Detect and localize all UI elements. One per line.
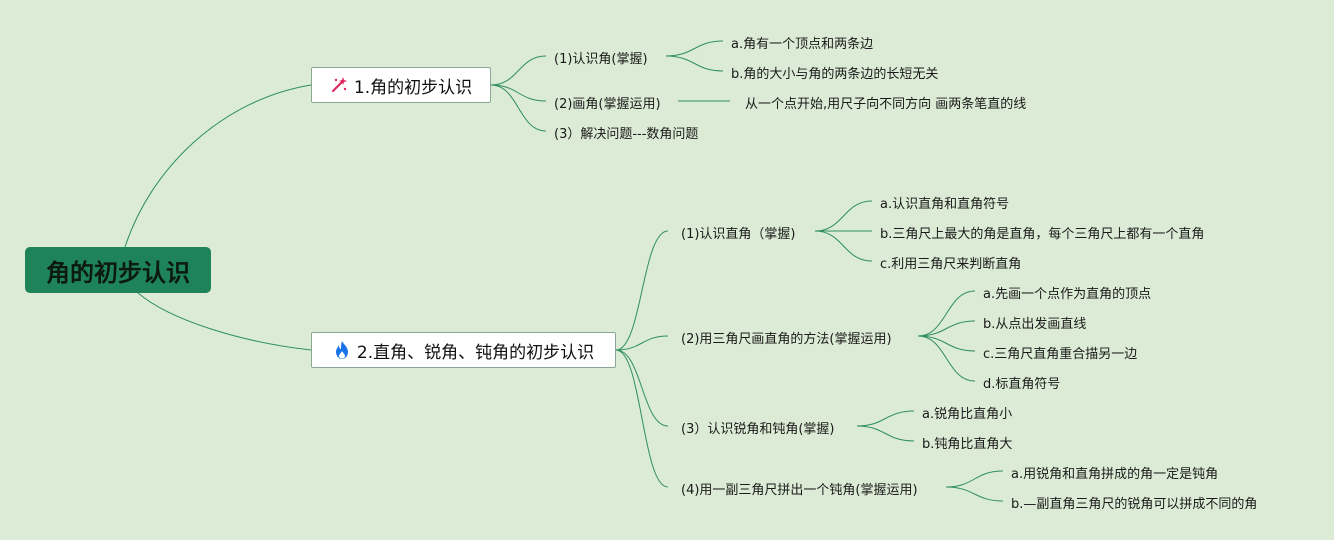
edge-b1c1-a [665,40,724,57]
branch-1-node[interactable]: 1.角的初步认识 [311,67,491,103]
edge-b2c2-c [917,335,976,352]
branch-1-child-2[interactable]: (2)画角(掌握运用) [554,97,661,112]
edge-b2c2-a [917,290,976,337]
branch-1-child-1-leaf-a[interactable]: a.角有一个顶点和两条边 [731,37,874,52]
branch-2-child-3-leaf-b[interactable]: b.钝角比直角大 [922,437,1013,452]
edge-b2-c4 [615,349,669,488]
branch-2-child-2-leaf-b[interactable]: b.从点出发画直线 [983,317,1087,332]
edge-root-branch-2 [137,292,312,351]
edge-b1c1-b [665,55,724,72]
edge-b2-c1 [615,230,669,351]
branch-2-child-2[interactable]: (2)用三角尺画直角的方法(掌握运用) [681,332,892,347]
edge-b1-c2 [490,84,547,102]
branch-2-label: 2.直角、锐角、钝角的初步认识 [356,342,595,363]
branch-2-child-4-leaf-a[interactable]: a.用锐角和直角拼成的角一定是钝角 [1011,467,1219,482]
edge-b1-c3 [490,84,547,132]
branch-1-child-1[interactable]: (1)认识角(掌握) [554,52,648,67]
branch-2-child-1[interactable]: (1)认识直角（掌握) [681,227,796,242]
branch-2-child-2-leaf-a[interactable]: a.先画一个点作为直角的顶点 [983,287,1152,302]
edge-root-branch-1 [124,84,312,248]
branch-1-child-3[interactable]: (3）解决问题---数角问题 [554,127,699,142]
edge-b2c3-a [856,410,915,427]
branch-1-child-2-leaf[interactable]: 从一个点开始,用尺子向不同方向 画两条笔直的线 [745,97,1027,112]
fire-icon [333,340,351,360]
edge-b2c1-c [814,230,873,262]
branch-2-child-4[interactable]: (4)用一副三角尺拼出一个钝角(掌握运用) [681,483,918,498]
branch-2-child-2-leaf-c[interactable]: c.三角尺直角重合描另一边 [983,347,1138,362]
edge-b2c4-b [945,486,1004,502]
edge-b1-c1 [490,55,547,86]
branch-2-child-1-leaf-c[interactable]: c.利用三角尺来判断直角 [880,257,1022,272]
branch-2-child-1-leaf-a[interactable]: a.认识直角和直角符号 [880,197,1010,212]
edge-b2c4-a [945,470,1004,488]
edge-b2-c3 [615,349,669,427]
edge-b2c2-b [917,320,976,337]
edge-b2-c2 [615,335,669,351]
branch-2-node[interactable]: 2.直角、锐角、钝角的初步认识 [311,332,616,368]
branch-2-child-4-leaf-b[interactable]: b.—副直角三角尺的锐角可以拼成不同的角 [1011,497,1258,512]
edge-b2c2-d [917,335,976,382]
branch-2-child-3[interactable]: (3）认识锐角和钝角(掌握) [681,422,835,437]
branch-2-child-3-leaf-a[interactable]: a.锐角比直角小 [922,407,1013,422]
root-node[interactable]: 角的初步认识 [25,247,211,293]
edge-b2c1-a [814,200,873,232]
branch-2-child-2-leaf-d[interactable]: d.标直角符号 [983,377,1061,392]
branch-2-child-1-leaf-b[interactable]: b.三角尺上最大的角是直角，每个三角尺上都有一个直角 [880,227,1205,242]
edge-b2c3-b [856,425,915,442]
branch-1-child-1-leaf-b[interactable]: b.角的大小与角的两条边的长短无关 [731,67,939,82]
branch-1-label: 1.角的初步认识 [353,77,473,98]
sparkle-icon [330,76,348,94]
